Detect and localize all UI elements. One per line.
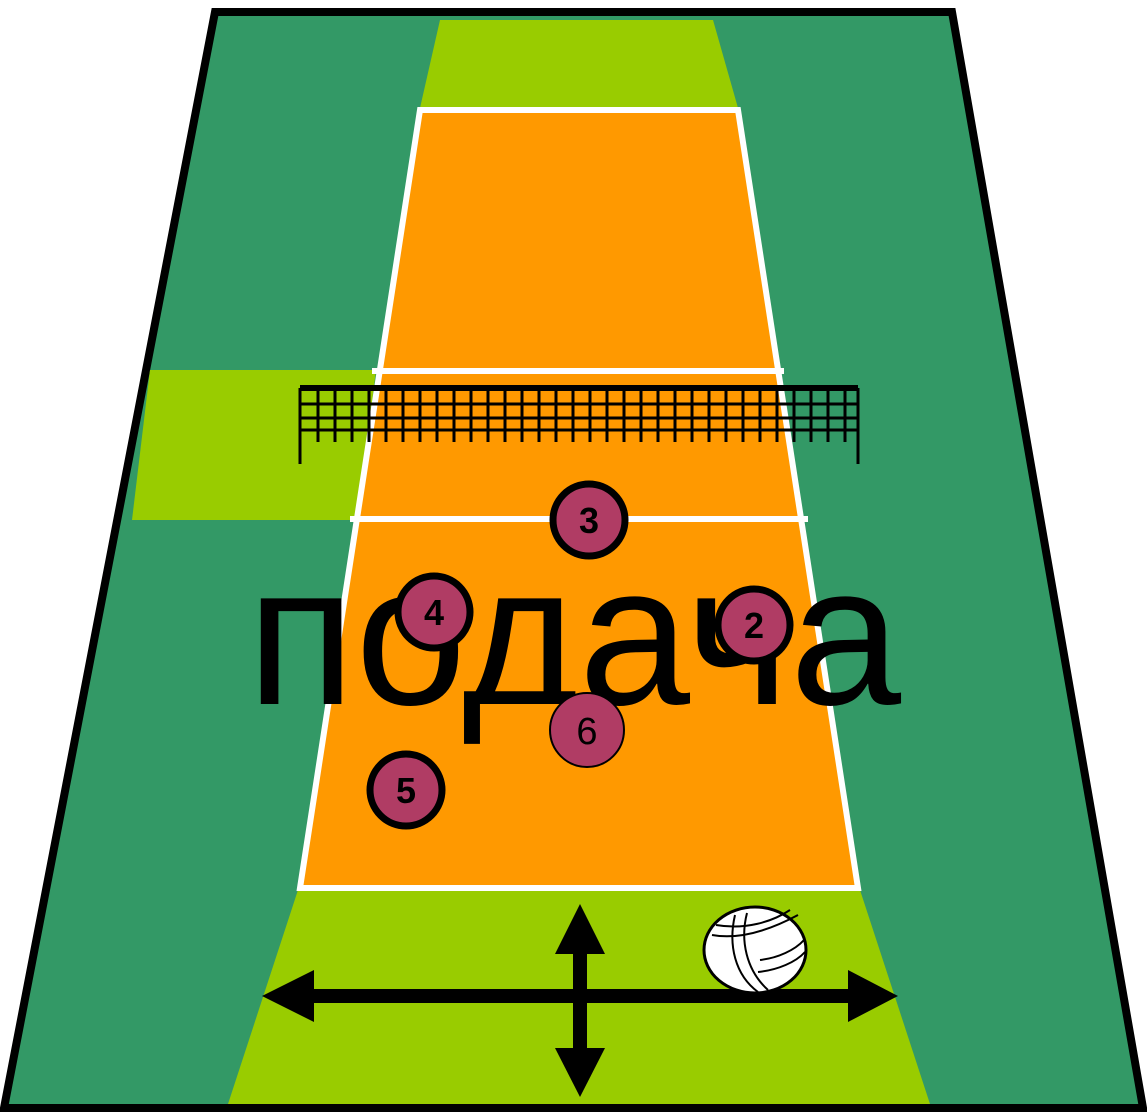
- player-5: 5: [366, 750, 446, 830]
- player-number: 5: [396, 770, 416, 811]
- player-2: 2: [714, 585, 794, 665]
- substitution-zone: [132, 370, 376, 520]
- player-number: 6: [576, 711, 597, 753]
- player-number: 2: [744, 605, 764, 646]
- player-6: 6: [549, 692, 625, 768]
- player-3: 3: [549, 480, 629, 560]
- player-4: 4: [394, 572, 474, 652]
- free-zone-top: [420, 20, 738, 108]
- volleyball-icon: [702, 905, 808, 995]
- player-number: 3: [579, 500, 599, 541]
- double-arrow-vertical-icon: [555, 904, 605, 1097]
- net-icon: [298, 385, 860, 464]
- player-number: 4: [424, 592, 444, 633]
